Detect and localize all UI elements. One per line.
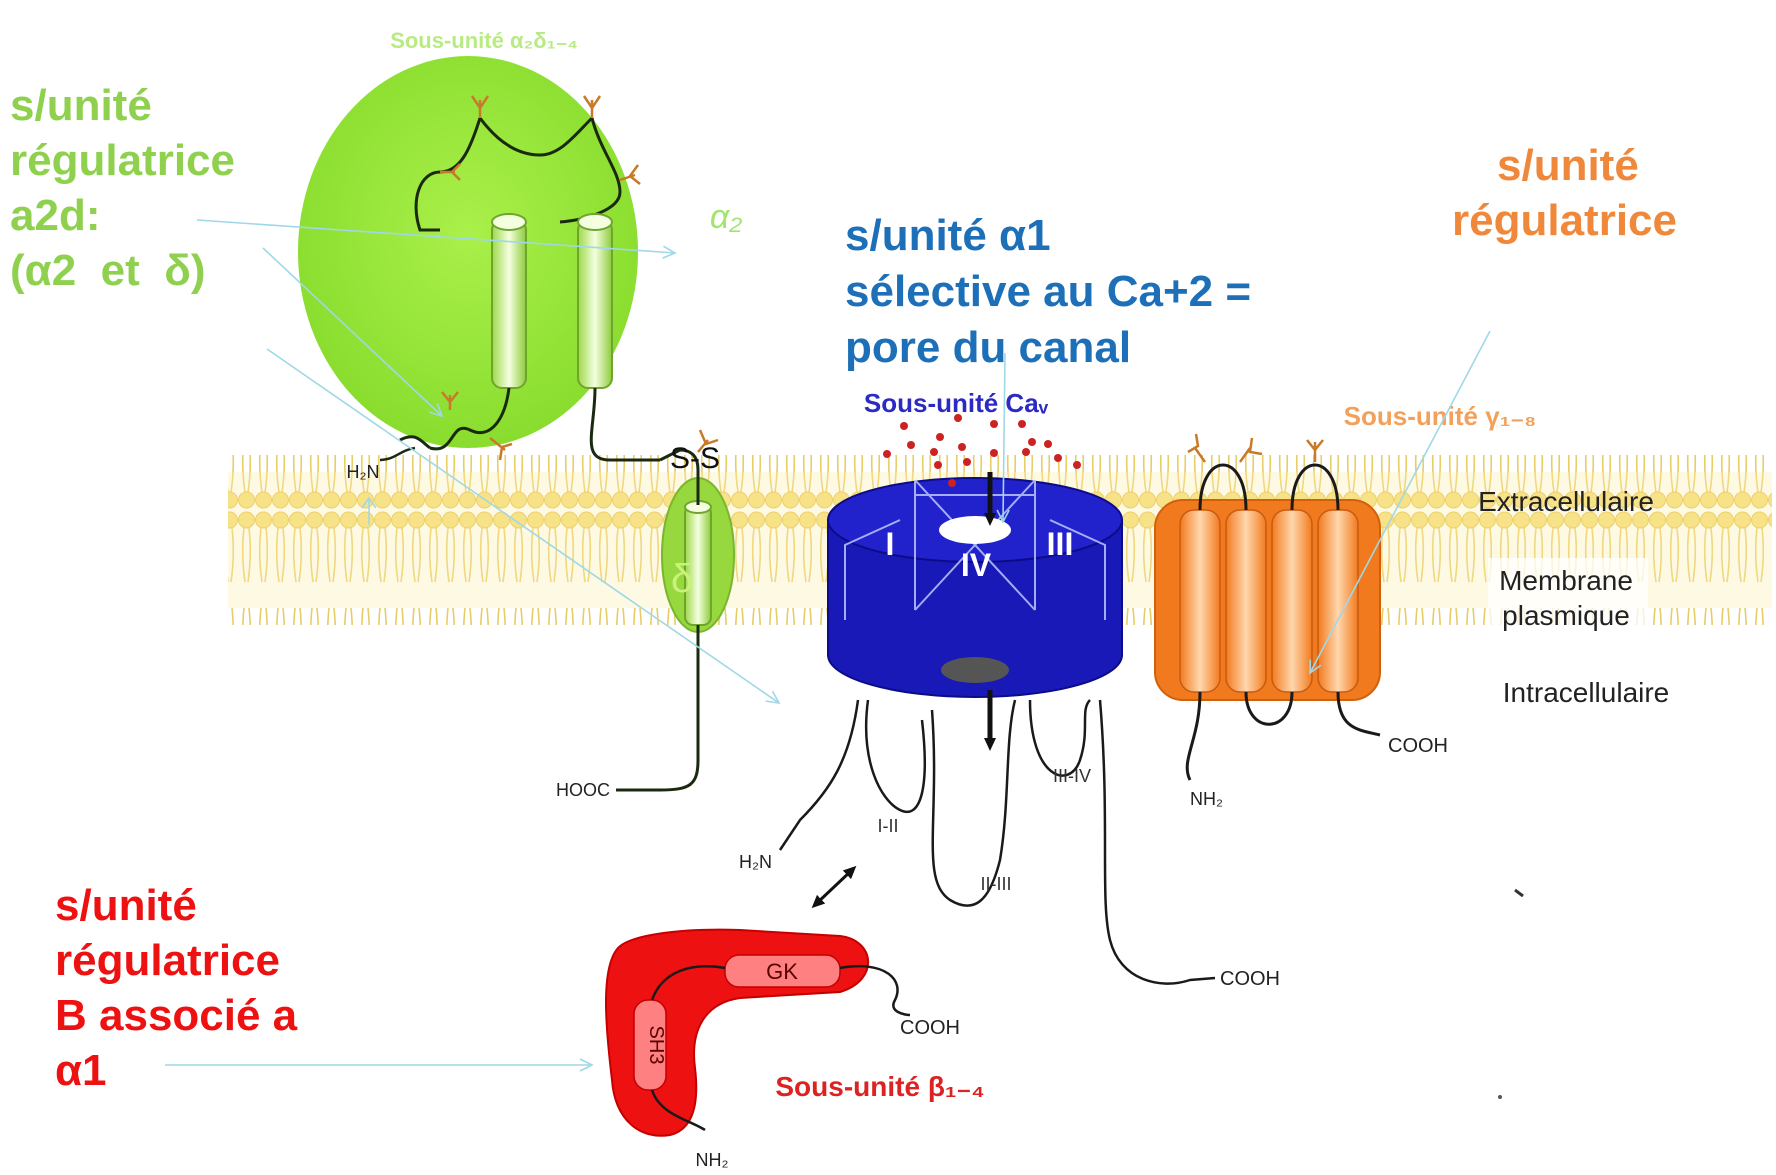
annotation-beta-line-1: s/unité	[55, 878, 297, 933]
annotation-alpha1-line-1: s/unité α1	[845, 208, 1251, 264]
annotation-gamma: s/unité régulatrice	[1452, 138, 1677, 248]
ss-bond-label: S-S	[670, 442, 720, 475]
annotation-alpha1-line-3: pore du canal	[845, 320, 1251, 376]
loop-1-2-label: I-II	[878, 816, 899, 836]
annotation-beta-line-3: B associé a	[55, 988, 297, 1043]
annotation-alpha2delta-line-1: s/unité	[10, 78, 235, 133]
interaction-arrow	[816, 870, 852, 904]
intracellular-label: Intracellulaire	[1503, 677, 1670, 708]
nh2-gamma-label: NH₂	[1190, 789, 1223, 809]
annotation-alpha1: s/unité α1 sélective au Ca+2 = pore du c…	[845, 208, 1251, 376]
alpha2delta-title: Sous-unité α₂δ₁₋₄	[390, 28, 578, 53]
annotation-gamma-line-1: s/unité	[1452, 138, 1677, 193]
annotation-beta-line-2: régulatrice	[55, 933, 297, 988]
annotation-alpha2delta-line-2: régulatrice	[10, 133, 235, 188]
annotation-beta: s/unité régulatrice B associé a α1	[55, 878, 297, 1098]
h2n-cav-label: H₂N	[739, 852, 772, 872]
cooh-gamma-label: COOH	[1388, 735, 1448, 757]
alpha2-label: α₂	[710, 198, 742, 236]
annotation-alpha2delta-line-3: a2d:	[10, 188, 235, 243]
domain-3-label: III	[1047, 526, 1074, 562]
domain-1-label: I	[886, 526, 895, 562]
nh2-beta-label: NH₂	[696, 1150, 729, 1170]
loop-3-4-label: III-IV	[1053, 766, 1091, 786]
cooh-beta-label: COOH	[900, 1017, 960, 1039]
extracellular-label: Extracellulaire	[1478, 486, 1654, 517]
cooh-cav-label: COOH	[1220, 968, 1280, 990]
sh3-label: SH3	[645, 1026, 667, 1065]
cav-title: Sous-unité Caᵥ	[864, 388, 1049, 418]
annotation-beta-line-4: α1	[55, 1043, 297, 1098]
annotation-alpha1-line-2: sélective au Ca+2 =	[845, 264, 1251, 320]
domain-4-label: IV	[961, 547, 992, 583]
h2n-top-label: H₂N	[347, 462, 380, 482]
beta-title: Sous-unité β₁₋₄	[775, 1071, 984, 1102]
annotation-gamma-line-2: régulatrice	[1452, 193, 1677, 248]
gk-label: GK	[766, 959, 798, 984]
annotation-alpha2delta-line-4: (α2 et δ)	[10, 243, 235, 298]
membrane-label-2: plasmique	[1502, 600, 1630, 631]
beta-subunit: GK SH3 COOH NH₂ Sous-unité β₁₋₄	[606, 930, 985, 1170]
alpha2-subunit: Sous-unité α₂δ₁₋₄ α₂	[298, 28, 742, 460]
membrane-label-1: Membrane	[1499, 565, 1633, 596]
hooc-label: HOOC	[556, 780, 610, 800]
annotation-alpha2delta: s/unité régulatrice a2d: (α2 et δ)	[10, 78, 235, 298]
delta-label: δ	[671, 557, 693, 601]
loop-2-3-label: II-III	[981, 874, 1012, 894]
